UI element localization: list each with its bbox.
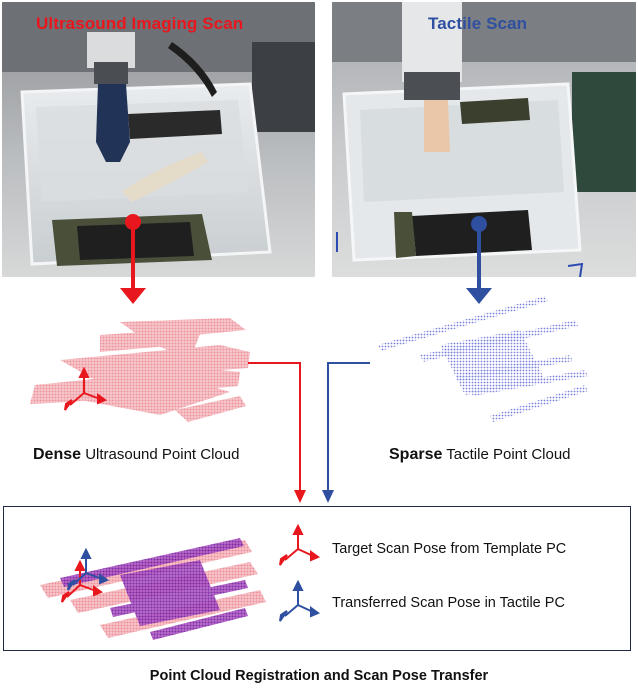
sparse-caption-rest: Tactile Point Cloud [446, 446, 571, 463]
registered-target-pose-icon [61, 559, 104, 603]
legend-target-pose-icon [279, 523, 321, 566]
registered-point-cloud [40, 538, 266, 640]
sparse-to-registration-connector [322, 362, 370, 503]
footer-caption: Point Cloud Registration and Scan Pose T… [149, 668, 489, 684]
tactile-scan-title: Tactile Scan [428, 14, 528, 33]
ultrasound-scan-photo [2, 2, 315, 277]
registered-transferred-pose-icon [67, 547, 110, 591]
sparse-caption-bold: Sparse [389, 446, 443, 463]
sparse-cloud-caption: Sparse Tactile Point Cloud [389, 446, 571, 464]
dense-to-registration-connector [248, 362, 306, 503]
ultrasound-scan-title: Ultrasound Imaging Scan [36, 14, 244, 33]
legend-target-label: Target Scan Pose from Template PC [332, 541, 567, 557]
dense-point-cloud [30, 318, 250, 422]
tactile-scan-photo [332, 2, 636, 277]
dense-caption-rest: Ultrasound Point Cloud [85, 446, 240, 463]
legend-transferred-pose-icon [279, 579, 321, 622]
legend-transferred-label: Transferred Scan Pose in Tactile PC [332, 595, 565, 611]
target-pose-axes-icon [64, 366, 108, 411]
dense-caption-bold: Dense [33, 446, 82, 463]
registration-panel [3, 506, 631, 651]
sparse-point-cloud [378, 296, 588, 422]
dense-cloud-caption: Dense Ultrasound Point Cloud [33, 446, 239, 464]
ultrasound-down-arrow [120, 214, 146, 304]
tactile-down-arrow [466, 216, 492, 304]
